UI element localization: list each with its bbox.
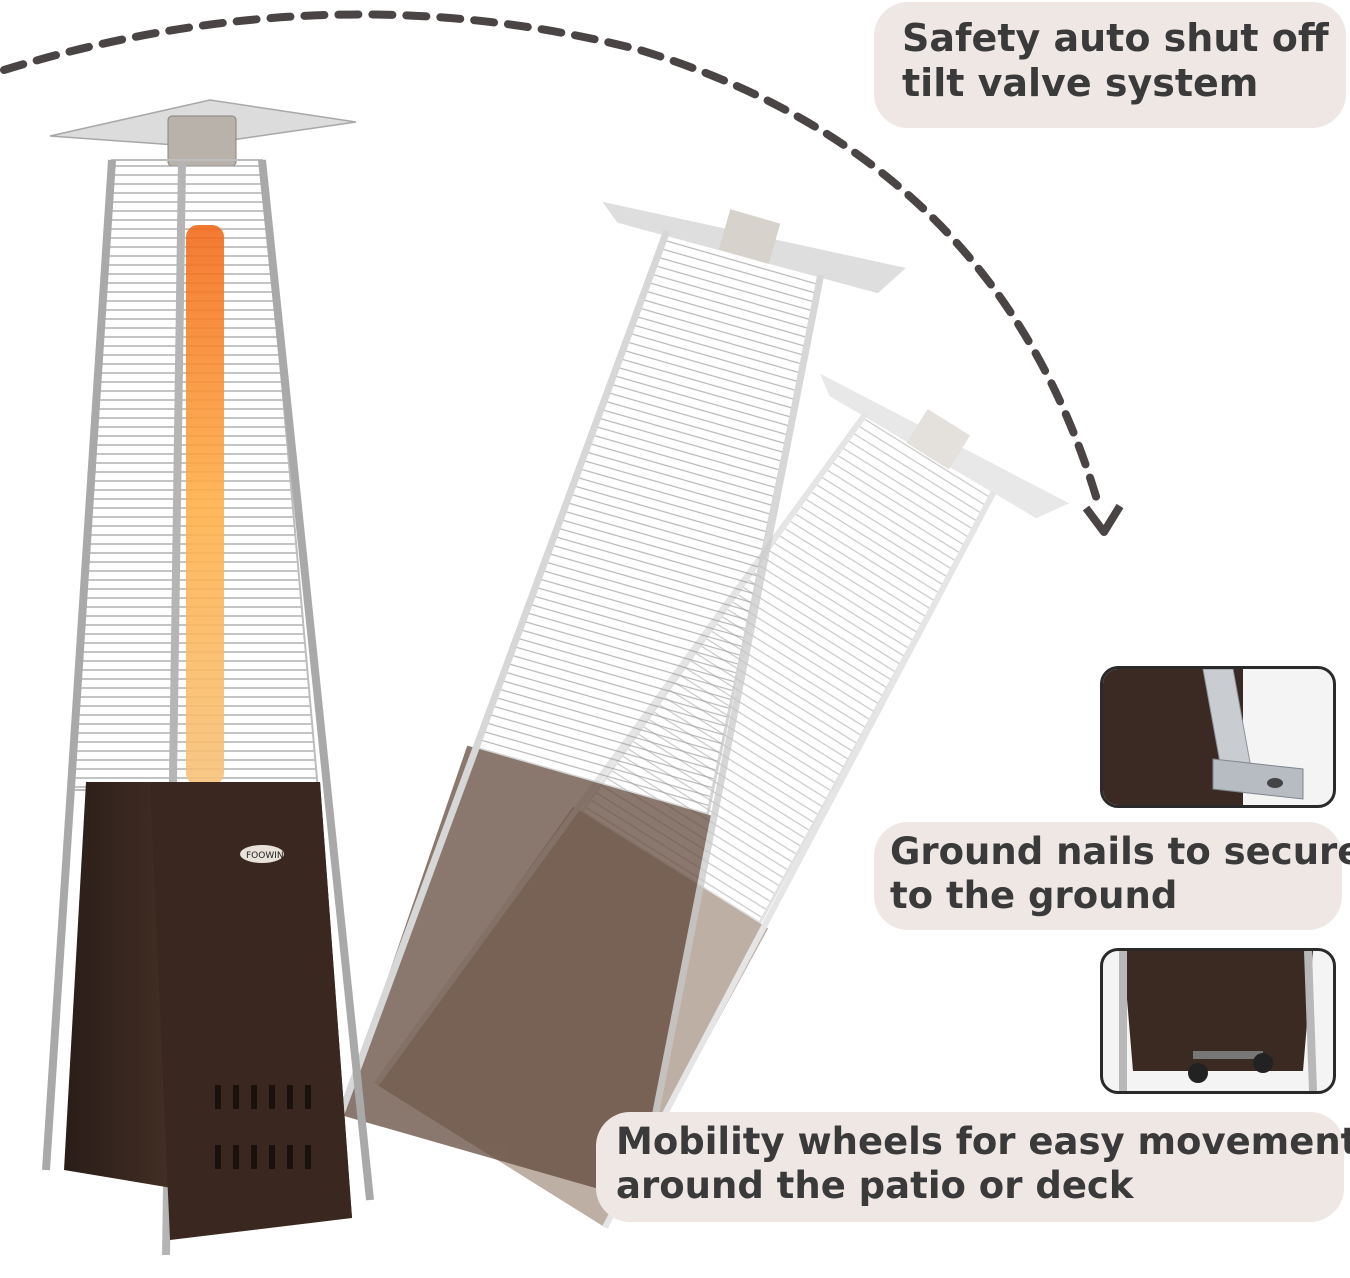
callout-nails-line-2: to the ground <box>890 873 1178 917</box>
callout-tilt-line-1: Safety auto shut off <box>902 16 1329 60</box>
ground-nail-thumbnail <box>1100 666 1336 808</box>
callout-nails-line-1: Ground nails to secure <box>890 830 1350 873</box>
callout-tilt-line-2: tilt valve system <box>902 60 1259 105</box>
heater-upright: FOOWIN <box>42 99 374 1256</box>
callout-wheels-line-1: Mobility wheels for easy movement <box>616 1120 1350 1163</box>
callout-wheels-line-2: around the patio or deck <box>616 1163 1134 1207</box>
tilt-arrow-icon <box>0 10 1104 514</box>
callout-mobility-wheels: Mobility wheels for easy movement around… <box>596 1112 1350 1222</box>
callout-tilt-valve: Safety auto shut off tilt valve system <box>874 2 1346 128</box>
heater-tilted-mid <box>337 201 906 1202</box>
wheel-thumbnail <box>1100 948 1336 1094</box>
callout-ground-nails: Ground nails to secure to the ground <box>874 822 1350 930</box>
brand-logo: FOOWIN <box>246 851 284 861</box>
arrow-head-icon <box>1082 503 1124 536</box>
